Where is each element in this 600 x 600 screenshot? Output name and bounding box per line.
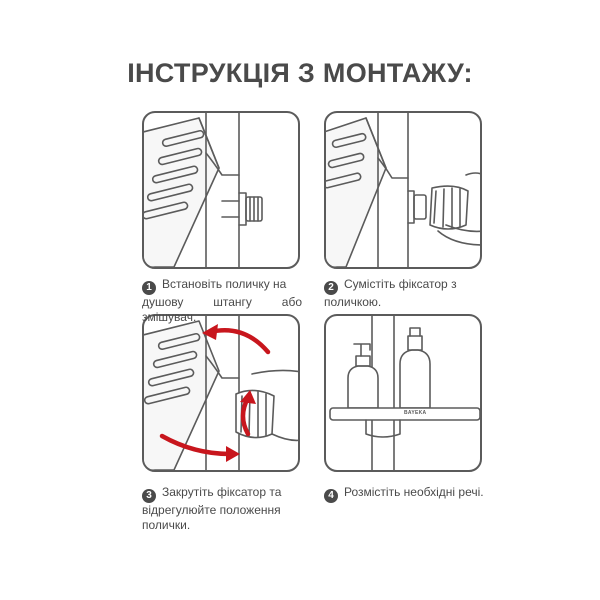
step-1-illustration	[142, 111, 300, 269]
brand-mark: BAYEKA	[404, 410, 427, 416]
step-3-illustration	[142, 314, 300, 472]
step-number-badge: 1	[142, 281, 156, 295]
step-4-illustration: BAYEKA	[324, 314, 482, 472]
page-title: ІНСТРУКЦІЯ З МОНТАЖУ:	[127, 58, 473, 88]
step-number-badge: 4	[324, 489, 338, 503]
step-number-badge: 2	[324, 281, 338, 295]
step-number-badge: 3	[142, 489, 156, 503]
step-2-illustration	[324, 111, 482, 269]
